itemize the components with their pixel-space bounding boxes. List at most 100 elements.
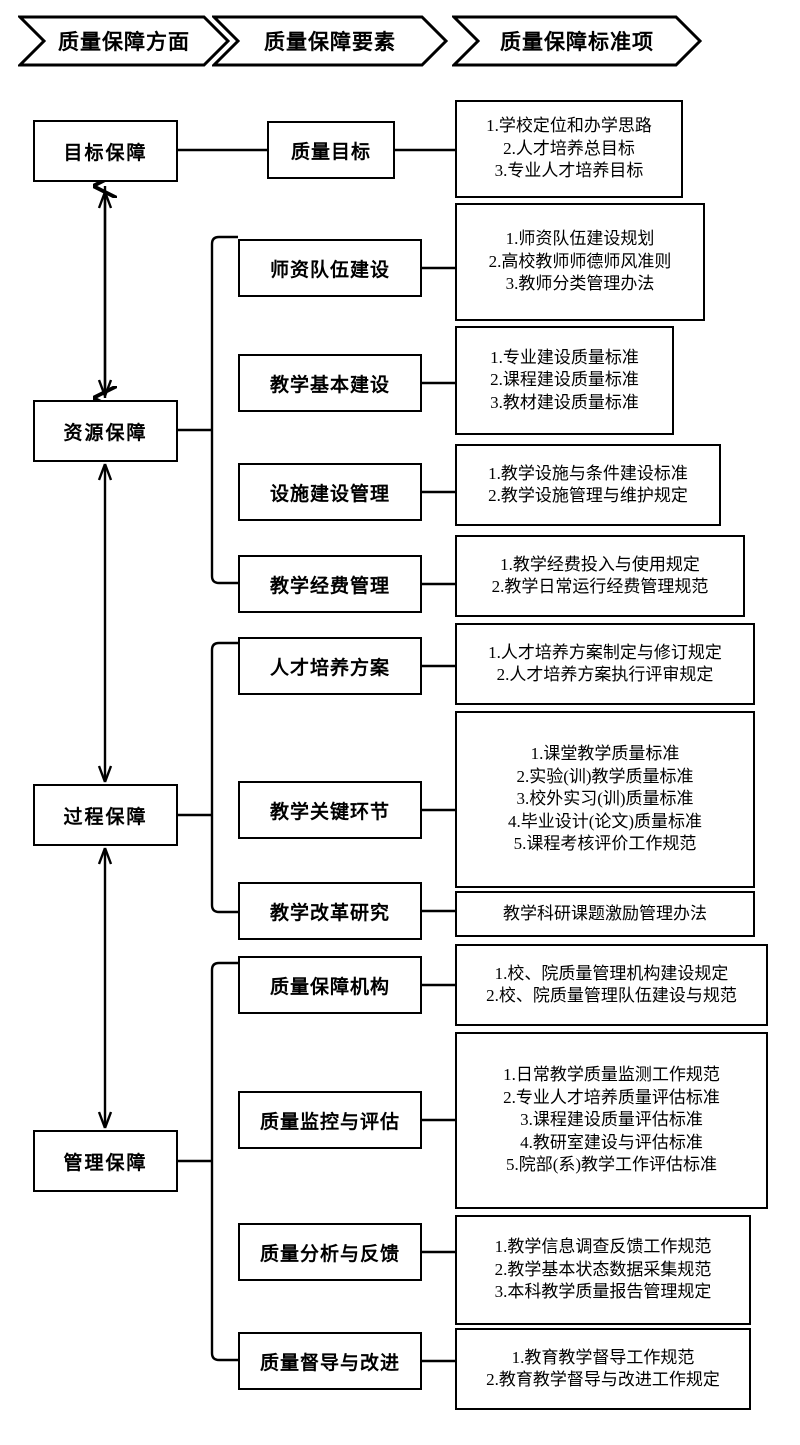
aspect-arrows <box>99 186 111 1129</box>
standard-box-s2[interactable]: 1.师资队伍建设规划 2.高校教师师德师风准则 3.教师分类管理办法 <box>455 203 705 321</box>
aspect-label-management: 管理保障 <box>63 1152 148 1174</box>
standard-item: 3.专业人才培养目标 <box>494 161 644 181</box>
standard-item: 2.人才培养方案执行评审规定 <box>496 665 714 684</box>
standard-list-s7: 1.课堂教学质量标准 2.实验(训)教学质量标准 3.校外实习(训)质量标准 4… <box>465 743 745 855</box>
element-box-monitoring[interactable]: 质量监控与评估 <box>238 1091 422 1149</box>
element-label-funding: 教学经费管理 <box>269 575 390 597</box>
standard-item: 3.教师分类管理办法 <box>505 274 655 294</box>
standard-item: 2.实验(训)教学质量标准 <box>516 766 694 786</box>
standard-list-s6: 1.人才培养方案制定与修订规定 2.人才培养方案执行评审规定 <box>465 642 745 687</box>
header-chevron-standard: 质量保障标准项 <box>452 15 702 67</box>
element-box-supervision[interactable]: 质量督导与改进 <box>238 1332 422 1390</box>
standard-list-s12: 1.教育教学督导工作规范 2.教育教学督导与改进工作规定 <box>465 1347 741 1392</box>
aspect-box-management[interactable]: 管理保障 <box>33 1130 178 1192</box>
aspect-label-goal: 目标保障 <box>63 142 148 164</box>
header-chevron-element: 质量保障要素 <box>212 15 448 67</box>
element-label-qa-organization: 质量保障机构 <box>269 976 390 998</box>
element-box-reform-research[interactable]: 教学改革研究 <box>238 882 422 940</box>
standard-item: 2.人才培养总目标 <box>503 138 635 158</box>
standard-item: 1.校、院质量管理机构建设规定 <box>494 963 729 983</box>
element-label-reform-research: 教学改革研究 <box>269 902 390 924</box>
chevron-shape-3 <box>452 15 702 67</box>
standard-item: 4.毕业设计(论文)质量标准 <box>507 811 703 831</box>
standard-item: 2.校、院质量管理队伍建设与规范 <box>486 986 737 1005</box>
standard-item: 5.课程考核评价工作规范 <box>513 834 697 854</box>
element-box-teaching-basic[interactable]: 教学基本建设 <box>238 354 422 412</box>
standard-item: 1.课堂教学质量标准 <box>530 744 680 764</box>
element-label-analysis-feedback: 质量分析与反馈 <box>259 1243 400 1265</box>
standard-box-s7[interactable]: 1.课堂教学质量标准 2.实验(训)教学质量标准 3.校外实习(训)质量标准 4… <box>455 711 755 888</box>
standard-item: 1.人才培养方案制定与修订规定 <box>488 642 722 662</box>
standard-item: 2.高校教师师德师风准则 <box>488 251 672 271</box>
standard-list-s10: 1.日常教学质量监测工作规范 2.专业人才培养质量评估标准 3.课程建设质量评估… <box>465 1064 758 1176</box>
header-label-element: 质量保障要素 <box>264 31 396 54</box>
aspect-label-process: 过程保障 <box>63 806 148 828</box>
standard-box-s5[interactable]: 1.教学经费投入与使用规定 2.教学日常运行经费管理规范 <box>455 535 745 617</box>
element-box-facility[interactable]: 设施建设管理 <box>238 463 422 521</box>
standard-box-s11[interactable]: 1.教学信息调查反馈工作规范 2.教学基本状态数据采集规范 3.本科教学质量报告… <box>455 1215 751 1325</box>
element-label-training-plan: 人才培养方案 <box>269 657 390 679</box>
element-label-supervision: 质量督导与改进 <box>259 1352 400 1374</box>
standard-item: 1.教育教学督导工作规范 <box>511 1347 695 1367</box>
chevron-shape-2 <box>212 15 448 67</box>
standard-item: 2.专业人才培养质量评估标准 <box>503 1087 720 1107</box>
element-label-quality-goal: 质量目标 <box>290 141 371 163</box>
chevron-shape-1 <box>18 15 230 67</box>
standard-box-s12[interactable]: 1.教育教学督导工作规范 2.教育教学督导与改进工作规定 <box>455 1328 751 1410</box>
aspect-box-resource[interactable]: 资源保障 <box>33 400 178 462</box>
element-label-monitoring: 质量监控与评估 <box>259 1111 400 1133</box>
standard-item: 2.教学日常运行经费管理规范 <box>491 577 709 596</box>
standard-list-s4: 1.教学设施与条件建设标准 2.教学设施管理与维护规定 <box>465 463 711 508</box>
aspect-label-resource: 资源保障 <box>63 422 148 444</box>
standard-item: 2.教学基本状态数据采集规范 <box>494 1259 712 1279</box>
aspect-box-process[interactable]: 过程保障 <box>33 784 178 846</box>
standard-item: 4.教研室建设与评估标准 <box>520 1132 703 1152</box>
standard-list-s1: 1.学校定位和办学思路 2.人才培养总目标 3.专业人才培养目标 <box>465 115 673 182</box>
standard-list-s5: 1.教学经费投入与使用规定 2.教学日常运行经费管理规范 <box>465 554 735 599</box>
element-box-analysis-feedback[interactable]: 质量分析与反馈 <box>238 1223 422 1281</box>
standard-box-s3[interactable]: 1.专业建设质量标准 2.课程建设质量标准 3.教材建设质量标准 <box>455 326 674 435</box>
header-chevron-aspect: 质量保障方面 <box>18 15 230 67</box>
standard-item: 2.课程建设质量标准 <box>490 370 639 390</box>
header-label-standard: 质量保障标准项 <box>500 31 654 54</box>
standard-item: 2.教学设施管理与维护规定 <box>488 486 688 505</box>
standard-item: 5.院部(系)教学工作评估标准 <box>505 1155 718 1175</box>
standard-box-s6[interactable]: 1.人才培养方案制定与修订规定 2.人才培养方案执行评审规定 <box>455 623 755 705</box>
standard-list-s2: 1.师资队伍建设规划 2.高校教师师德师风准则 3.教师分类管理办法 <box>465 228 695 295</box>
standard-box-s8[interactable]: 教学科研课题激励管理办法 <box>455 891 755 937</box>
standard-item: 3.教材建设质量标准 <box>490 392 639 412</box>
element-box-funding[interactable]: 教学经费管理 <box>238 555 422 613</box>
header-label-aspect: 质量保障方面 <box>58 31 190 54</box>
element-label-teaching-basic: 教学基本建设 <box>269 374 390 396</box>
standard-item: 1.教学设施与条件建设标准 <box>488 463 688 483</box>
element-box-key-links[interactable]: 教学关键环节 <box>238 781 422 839</box>
element-label-key-links: 教学关键环节 <box>269 801 390 823</box>
standard-item: 1.教学经费投入与使用规定 <box>500 554 700 574</box>
standard-item: 教学科研课题激励管理办法 <box>503 903 707 923</box>
standard-box-s4[interactable]: 1.教学设施与条件建设标准 2.教学设施管理与维护规定 <box>455 444 721 526</box>
standard-item: 1.教学信息调查反馈工作规范 <box>494 1237 712 1257</box>
element-box-training-plan[interactable]: 人才培养方案 <box>238 637 422 695</box>
element-box-quality-goal[interactable]: 质量目标 <box>267 121 395 179</box>
standard-item: 1.师资队伍建设规划 <box>505 229 655 249</box>
element-label-facility: 设施建设管理 <box>269 483 390 505</box>
standard-item: 2.教育教学督导与改进工作规定 <box>486 1370 720 1389</box>
standard-list-s8: 教学科研课题激励管理办法 <box>465 903 745 925</box>
aspect-box-goal[interactable]: 目标保障 <box>33 120 178 182</box>
standard-item: 1.专业建设质量标准 <box>490 347 639 367</box>
standard-box-s1[interactable]: 1.学校定位和办学思路 2.人才培养总目标 3.专业人才培养目标 <box>455 100 683 198</box>
standard-item: 3.课程建设质量评估标准 <box>520 1110 703 1130</box>
management-bracket <box>178 961 455 1363</box>
element-box-faculty[interactable]: 师资队伍建设 <box>238 239 422 297</box>
standard-item: 1.日常教学质量监测工作规范 <box>503 1065 720 1085</box>
standard-item: 1.学校定位和办学思路 <box>486 116 652 136</box>
standard-box-s9[interactable]: 1.校、院质量管理机构建设规定 2.校、院质量管理队伍建设与规范 <box>455 944 768 1026</box>
standard-item: 3.校外实习(训)质量标准 <box>516 789 694 809</box>
standard-item: 3.本科教学质量报告管理规定 <box>494 1282 712 1302</box>
element-label-faculty: 师资队伍建设 <box>269 259 390 281</box>
standard-box-s10[interactable]: 1.日常教学质量监测工作规范 2.专业人才培养质量评估标准 3.课程建设质量评估… <box>455 1032 768 1209</box>
standard-list-s11: 1.教学信息调查反馈工作规范 2.教学基本状态数据采集规范 3.本科教学质量报告… <box>465 1236 741 1303</box>
element-box-qa-organization[interactable]: 质量保障机构 <box>238 956 422 1014</box>
standard-list-s9: 1.校、院质量管理机构建设规定 2.校、院质量管理队伍建设与规范 <box>465 963 758 1008</box>
